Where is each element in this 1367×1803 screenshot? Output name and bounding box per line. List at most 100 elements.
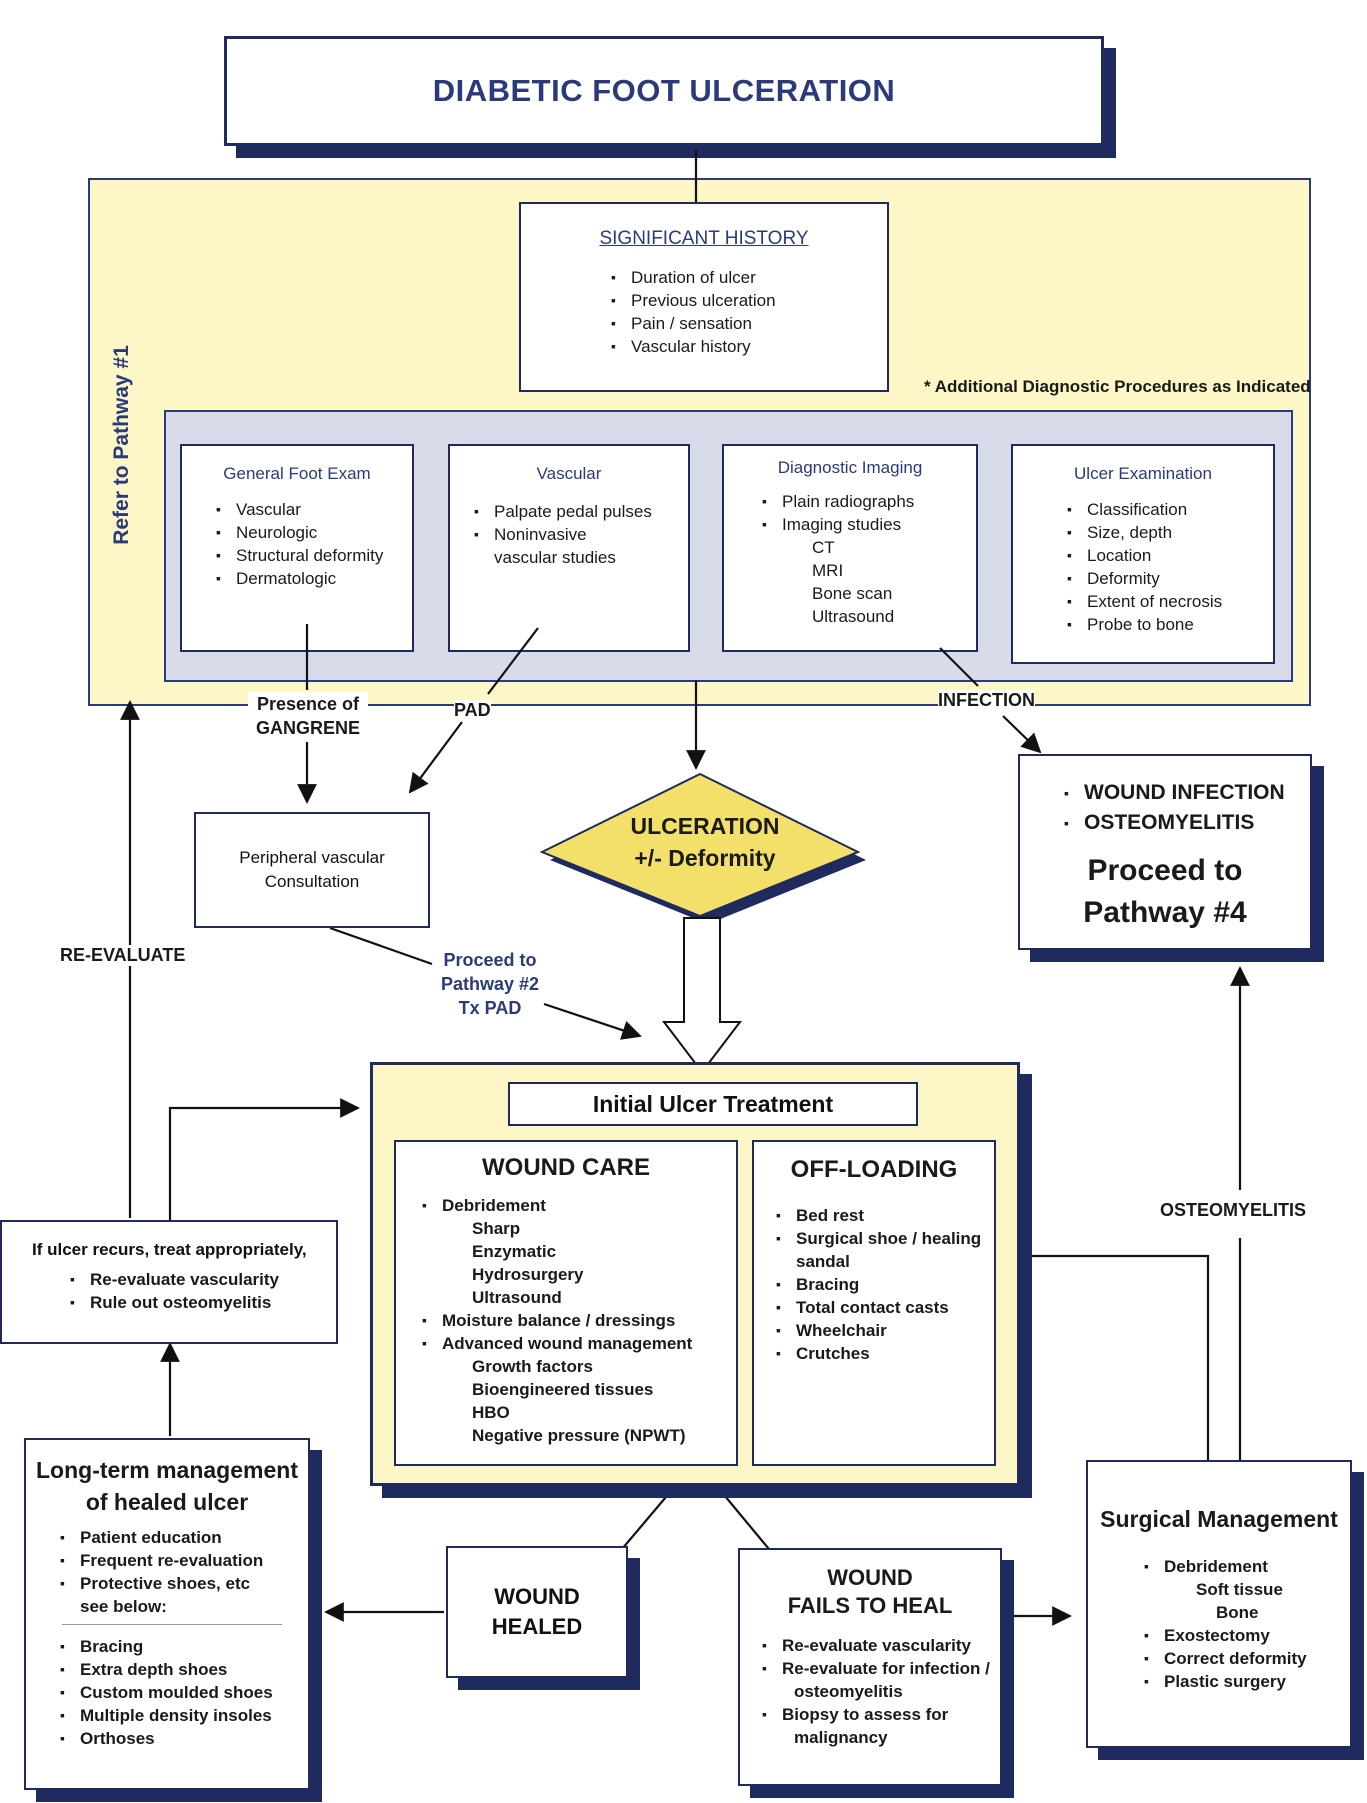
list-subitem: MRI	[812, 561, 844, 580]
list-item: Location	[1065, 544, 1273, 567]
list-item: Size, depth	[1065, 521, 1273, 544]
ulcer-recurs-list: Re-evaluate vascularity Rule out osteomy…	[68, 1268, 336, 1314]
longterm-management-heading: Long-term management of healed ulcer	[26, 1454, 308, 1518]
list-item: Dermatologic	[214, 567, 412, 590]
list-item-continuation: vascular studies	[494, 548, 616, 567]
wound-fails-line2: FAILS TO HEAL	[787, 1593, 953, 1618]
additional-procedures-note: * Additional Diagnostic Procedures as In…	[924, 377, 1311, 396]
list-item: Total contact casts	[774, 1296, 994, 1319]
offloading-heading: OFF-LOADING	[790, 1156, 958, 1183]
wound-fails-line1: WOUND	[827, 1565, 913, 1590]
longterm-heading-line2: of healed ulcer	[85, 1489, 249, 1515]
list-item: Bed rest	[774, 1204, 994, 1227]
vascular-consultation-line2: Consultation	[264, 872, 360, 891]
offloading-list: Bed rest Surgical shoe / healing sandal …	[774, 1204, 994, 1365]
wound-care-heading: WOUND CARE	[482, 1154, 650, 1181]
ulcer-examination-list: Classification Size, depth Location Defo…	[1065, 498, 1273, 636]
vascular-consultation-line1: Peripheral vascular	[239, 848, 385, 867]
initial-treatment-heading: Initial Ulcer Treatment	[592, 1090, 834, 1117]
list-item: Orthoses	[58, 1727, 308, 1750]
list-subitem: Enzymatic	[472, 1242, 557, 1261]
infection-label: INFECTION	[938, 690, 1035, 711]
list-item: Structural deformity	[214, 544, 412, 567]
wound-infection-list: WOUND INFECTION OSTEOMYELITIS	[1062, 778, 1310, 838]
general-foot-exam-heading: General Foot Exam	[223, 464, 371, 483]
vascular-consultation-box: Peripheral vascular Consultation	[194, 812, 430, 928]
list-item-continuation: malignancy	[794, 1728, 888, 1747]
ulcer-recurs-intro: If ulcer recurs, treat appropriately,	[32, 1240, 307, 1259]
proceed-pathway-2-line2: Pathway #2	[440, 974, 540, 994]
list-item-continuation: osteomyelitis	[794, 1682, 903, 1701]
pad-arrow	[408, 721, 463, 794]
pad-label: PAD	[454, 700, 491, 721]
proceed-pathway-4: Proceed to Pathway #4	[1020, 850, 1310, 934]
wound-infection-box: WOUND INFECTION OSTEOMYELITIS Proceed to…	[1018, 754, 1312, 950]
list-item: Wheelchair	[774, 1319, 994, 1342]
list-subitem: Negative pressure (NPWT)	[472, 1426, 686, 1445]
significant-history-heading: SIGNIFICANT HISTORY	[599, 228, 809, 249]
list-subitem: Bone	[1216, 1603, 1259, 1622]
list-item: Re-evaluate vascularity	[760, 1634, 1000, 1657]
ulcer-recurs-box: If ulcer recurs, treat appropriately, Re…	[0, 1220, 338, 1344]
list-item: Extent of necrosis	[1065, 590, 1273, 613]
general-foot-exam-list: Vascular Neurologic Structural deformity…	[214, 498, 412, 590]
list-item: Vascular history	[609, 335, 887, 358]
list-item: Plastic surgery	[1142, 1670, 1350, 1693]
list-item: Biopsy to assess for	[760, 1703, 1000, 1726]
wound-care-box: WOUND CARE Debridement Sharp Enzymatic H…	[394, 1140, 738, 1466]
list-item: Vascular	[214, 498, 412, 521]
list-item: Exostectomy	[1142, 1624, 1350, 1647]
list-item: Debridement	[1142, 1555, 1350, 1578]
wound-healed-box: WOUND HEALED	[446, 1546, 628, 1678]
initial-treatment-heading-box: Initial Ulcer Treatment	[508, 1082, 918, 1126]
ulceration-down-block-arrow	[661, 917, 743, 1074]
proceed-pathway-2-line3: Tx PAD	[458, 998, 522, 1018]
list-item-continuation: sandal	[796, 1252, 850, 1271]
list-item: Bracing	[774, 1273, 994, 1296]
list-item: Patient education	[58, 1526, 308, 1549]
list-item: Frequent re-evaluation	[58, 1549, 308, 1572]
ulcer-examination-heading: Ulcer Examination	[1074, 464, 1212, 483]
surgical-management-box: Surgical Management Debridement Soft tis…	[1086, 1460, 1352, 1748]
list-item: Rule out osteomyelitis	[68, 1291, 336, 1314]
list-subitem: Ultrasound	[472, 1288, 562, 1307]
gangrene-label-line1: Presence of	[256, 694, 360, 714]
list-item: Deformity	[1065, 567, 1273, 590]
list-subitem: Ultrasound	[812, 607, 895, 626]
ulceration-line1: ULCERATION	[630, 813, 780, 839]
list-item: Palpate pedal pulses	[472, 500, 688, 523]
list-item: Re-evaluate vascularity	[68, 1268, 336, 1291]
list-item: Custom moulded shoes	[58, 1681, 308, 1704]
vascular-exam-box: Vascular Palpate pedal pulses Noninvasiv…	[448, 444, 690, 652]
general-foot-exam-box: General Foot Exam Vascular Neurologic St…	[180, 444, 414, 652]
pad-pathway-arrow	[543, 1002, 642, 1040]
proceed-pathway-4-line1: Proceed to	[1087, 854, 1243, 887]
longterm-divider	[62, 1624, 282, 1625]
page-title: DIABETIC FOOT ULCERATION	[432, 73, 896, 108]
osteomyelitis-label: OSTEOMYELITIS	[1160, 1200, 1307, 1221]
list-item: Correct deformity	[1142, 1647, 1350, 1670]
list-item: Noninvasive	[472, 523, 688, 546]
list-item: Multiple density insoles	[58, 1704, 308, 1727]
wound-fails-list: Re-evaluate vascularity Re-evaluate for …	[760, 1634, 1000, 1749]
longterm-list-2: Bracing Extra depth shoes Custom moulded…	[58, 1635, 308, 1750]
list-item: Re-evaluate for infection /	[760, 1657, 1000, 1680]
ulceration-line2: +/- Deformity	[634, 845, 776, 871]
diagnostic-imaging-list: Plain radiographs Imaging studies CT MRI…	[760, 490, 976, 628]
infection-arrow	[1002, 715, 1042, 754]
longterm-heading-line1: Long-term management	[36, 1457, 298, 1483]
significant-history-box: SIGNIFICANT HISTORY Duration of ulcer Pr…	[519, 202, 889, 392]
surgical-management-list: Debridement Soft tissue Bone Exostectomy…	[1142, 1555, 1350, 1693]
recur-to-treatment-arrow	[168, 1098, 360, 1220]
list-subitem: Bioengineered tissues	[472, 1380, 654, 1399]
proceed-pathway-4-line2: Pathway #4	[1083, 896, 1247, 929]
list-item: WOUND INFECTION	[1062, 778, 1310, 808]
list-item: Surgical shoe / healing	[774, 1227, 994, 1250]
list-item: Classification	[1065, 498, 1273, 521]
wound-healed-line2: HEALED	[491, 1614, 583, 1639]
proceed-pathway-2-label: Proceed to Pathway #2 Tx PAD	[430, 948, 550, 1020]
reevaluate-label: RE-EVALUATE	[60, 945, 186, 966]
ulceration-label: ULCERATION +/- Deformity	[600, 810, 810, 874]
list-item: Moisture balance / dressings	[420, 1309, 736, 1332]
proceed-pathway-2-line1: Proceed to	[443, 950, 537, 970]
